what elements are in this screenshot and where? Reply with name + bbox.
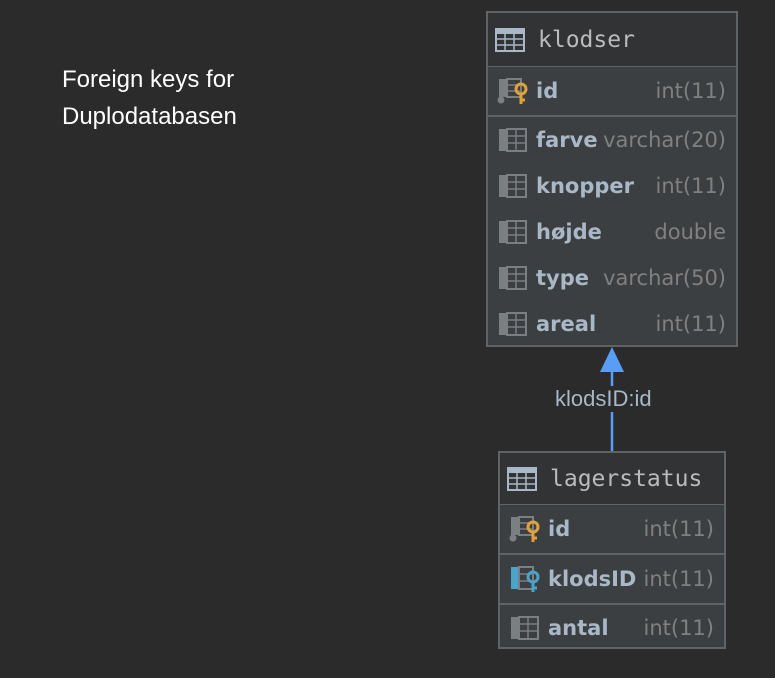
- column-icon: [499, 266, 527, 290]
- column-name: knopper: [536, 174, 635, 198]
- column-type: int(11): [643, 517, 715, 541]
- column-name: højde: [536, 220, 602, 244]
- column-type: double: [654, 220, 726, 244]
- column-icon: [499, 174, 527, 198]
- diagram-caption: Foreign keys for Duplodatabasen: [62, 61, 237, 135]
- table-icon: [495, 27, 525, 52]
- column-type: varchar(20): [603, 128, 726, 152]
- column-row[interactable]: type varchar(50): [488, 255, 736, 301]
- table-name: klodser: [538, 26, 635, 53]
- column-icon: [499, 312, 527, 336]
- column-name: type: [536, 266, 590, 290]
- relation-arrowhead: [600, 347, 624, 372]
- column-type: varchar(50): [603, 266, 726, 290]
- caption-line-1: Foreign keys for: [62, 66, 235, 93]
- column-row[interactable]: højde double: [488, 209, 736, 255]
- column-name: areal: [536, 312, 597, 336]
- column-row[interactable]: knopper int(11): [488, 163, 736, 209]
- column-type: int(11): [655, 79, 727, 103]
- table-name: lagerstatus: [550, 465, 703, 492]
- column-icon: [499, 128, 527, 152]
- column-row[interactable]: farve varchar(20): [488, 117, 736, 163]
- foreign-key-column-icon: [511, 566, 540, 592]
- table-lagerstatus[interactable]: lagerstatus id int(11) klodsID int(11): [498, 451, 726, 649]
- column-row[interactable]: klodsID int(11): [500, 555, 724, 605]
- column-icon: [499, 220, 527, 244]
- column-row[interactable]: id int(11): [488, 67, 736, 117]
- column-type: int(11): [655, 174, 727, 198]
- column-name: antal: [548, 616, 609, 640]
- table-header[interactable]: lagerstatus: [500, 453, 724, 505]
- column-row[interactable]: id int(11): [500, 505, 724, 555]
- column-name: id: [536, 79, 559, 103]
- primary-key-column-icon: [509, 516, 540, 542]
- table-header[interactable]: klodser: [488, 13, 736, 67]
- relation-label: klodsID:id: [555, 386, 652, 412]
- column-type: int(11): [655, 312, 727, 336]
- column-icon: [511, 616, 539, 640]
- column-name: klodsID: [548, 567, 637, 591]
- column-row[interactable]: antal int(11): [500, 605, 724, 651]
- column-type: int(11): [643, 567, 715, 591]
- primary-key-column-icon: [497, 78, 528, 104]
- column-name: farve: [536, 128, 598, 152]
- table-icon: [507, 466, 537, 491]
- column-name: id: [548, 517, 571, 541]
- table-klodser[interactable]: klodser id int(11) farve varchar(20): [486, 11, 738, 347]
- caption-line-2: Duplodatabasen: [62, 103, 237, 130]
- column-type: int(11): [643, 616, 715, 640]
- column-row[interactable]: areal int(11): [488, 301, 736, 347]
